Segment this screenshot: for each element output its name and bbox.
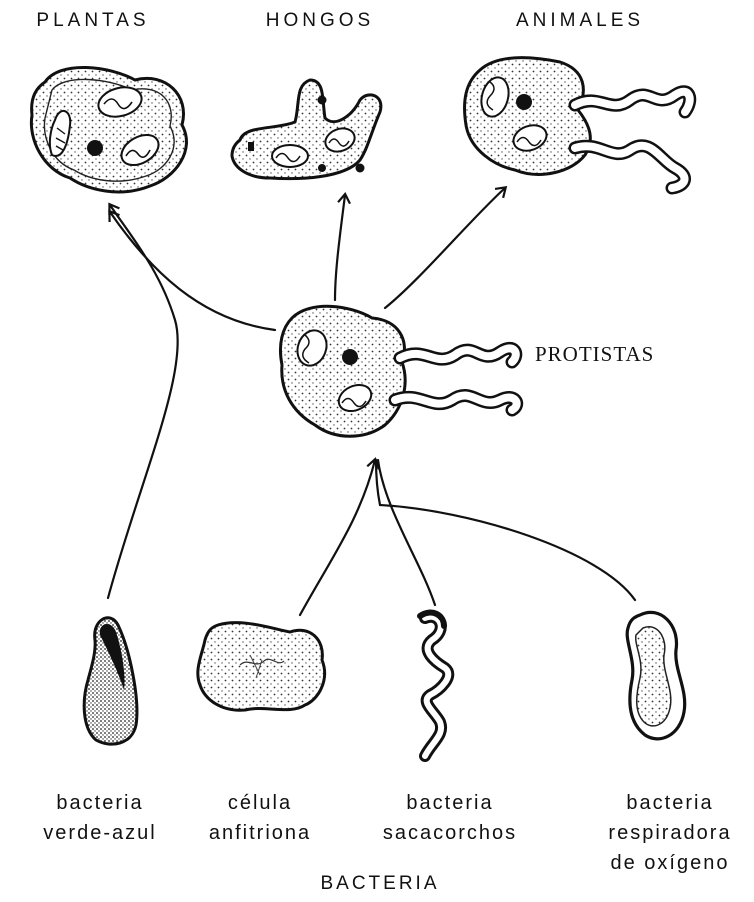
corkscrew-bacterium bbox=[420, 613, 448, 756]
label-animales: ANIMALES bbox=[500, 10, 660, 32]
animal-cell bbox=[465, 58, 690, 188]
label-respiradora: bacteria respiradora de oxígeno bbox=[590, 788, 750, 878]
arrow-protistas-to-hongos bbox=[335, 195, 345, 300]
label-bacteria-group: BACTERIA bbox=[300, 873, 460, 895]
label-verde-azul: bacteria verde-azul bbox=[25, 788, 175, 848]
arrow-protistas-to-plantas bbox=[110, 212, 275, 330]
label-respiradora-line1: bacteria bbox=[590, 788, 750, 818]
plant-cell bbox=[31, 67, 186, 191]
label-plantas: PLANTAS bbox=[18, 10, 168, 32]
arrow-sacacorchos-to-protistas bbox=[378, 460, 435, 605]
arrow-anfitriona-to-protistas bbox=[300, 460, 375, 615]
label-verde-azul-line2: verde-azul bbox=[25, 818, 175, 848]
blue-green-bacterium bbox=[84, 618, 137, 744]
fungus-cell bbox=[232, 80, 381, 179]
label-protistas: PROTISTAS bbox=[535, 342, 685, 367]
arrow-respiradora-to-protistas bbox=[376, 460, 635, 600]
label-sacacorchos: bacteria sacacorchos bbox=[370, 788, 530, 848]
label-respiradora-line2: respiradora bbox=[590, 818, 750, 848]
label-verde-azul-line1: bacteria bbox=[25, 788, 175, 818]
arrow-bacteria-to-plantas bbox=[108, 205, 178, 598]
label-sacacorchos-line1: bacteria bbox=[370, 788, 530, 818]
arrow-protistas-to-animales bbox=[385, 188, 505, 308]
label-respiradora-line3: de oxígeno bbox=[590, 848, 750, 878]
oxygen-bacterium bbox=[627, 612, 685, 738]
protist-cell bbox=[280, 306, 516, 436]
label-anfitriona-line2: anfitriona bbox=[190, 818, 330, 848]
label-anfitriona-line1: célula bbox=[190, 788, 330, 818]
label-sacacorchos-line2: sacacorchos bbox=[370, 818, 530, 848]
label-anfitriona: célula anfitriona bbox=[190, 788, 330, 848]
label-hongos: HONGOS bbox=[245, 10, 395, 32]
host-cell bbox=[198, 623, 325, 711]
